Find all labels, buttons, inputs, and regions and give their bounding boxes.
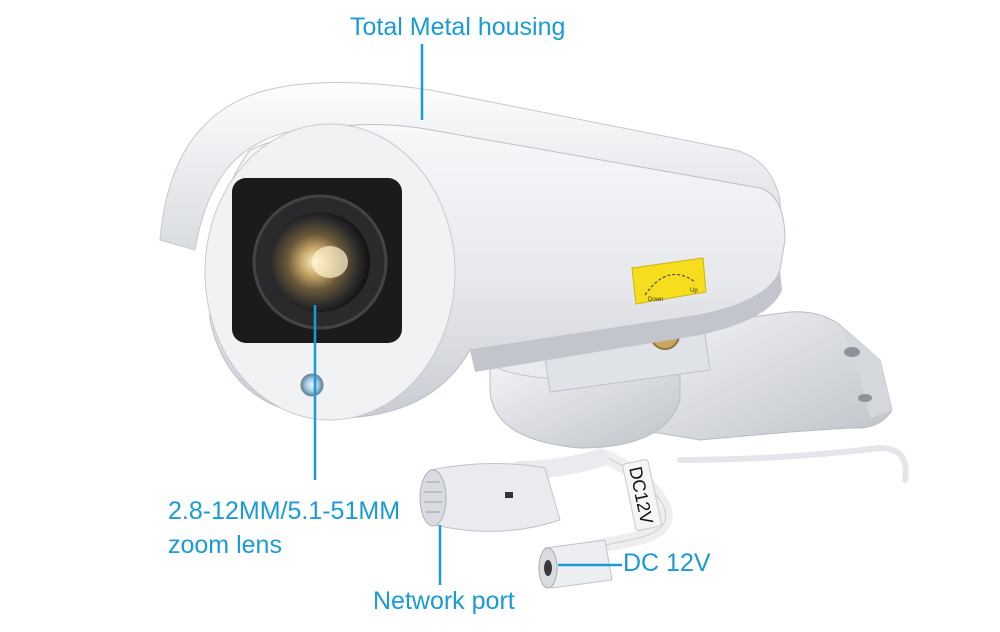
lens-callout-label: 2.8-12MM/5.1-51MM zoom lens — [168, 494, 400, 562]
sticker-down-label: Down — [648, 297, 663, 303]
dc-callout-label: DC 12V — [623, 549, 711, 577]
direction-sticker: Down Up — [631, 257, 707, 305]
sticker-up-label: Up — [690, 288, 698, 294]
network-connector — [419, 462, 561, 532]
camera-front — [204, 123, 456, 421]
cables — [511, 444, 909, 555]
housing-callout-label: Total Metal housing — [350, 13, 566, 41]
ir-led — [300, 373, 324, 397]
callout-lines — [313, 44, 622, 585]
dc-cable-tag: DC12V — [622, 459, 662, 531]
lens-callout-line1: 2.8-12MM/5.1-51MM — [168, 497, 401, 525]
network-callout-label: Network port — [373, 587, 515, 615]
sun-hood — [159, 82, 783, 251]
lens-callout-line2: zoom lens — [168, 531, 282, 559]
